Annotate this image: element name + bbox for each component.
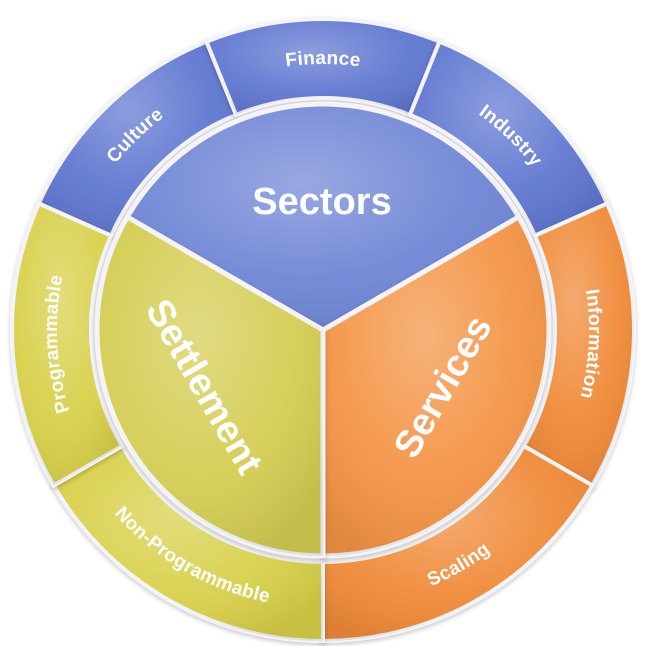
outer-segment-gloss-finance <box>206 19 440 115</box>
outer-ring <box>10 17 636 644</box>
outer-segment-gloss-scaling <box>323 446 593 641</box>
outer-label-finance: Finance <box>284 48 362 72</box>
outer-segment-gloss-programmable <box>12 203 123 486</box>
inner-label-sectors: Sectors <box>252 181 391 223</box>
outer-segment-gloss-culture <box>38 41 237 236</box>
outer-segment-gloss-information <box>523 203 634 486</box>
outer-segment-gloss-non-programmable <box>53 446 323 641</box>
inner-wedge-gloss-settlement <box>97 217 324 556</box>
inner-wedge-gloss-services <box>323 217 549 556</box>
inner-disc <box>94 101 552 559</box>
outer-segment-gloss-industry <box>409 41 608 236</box>
